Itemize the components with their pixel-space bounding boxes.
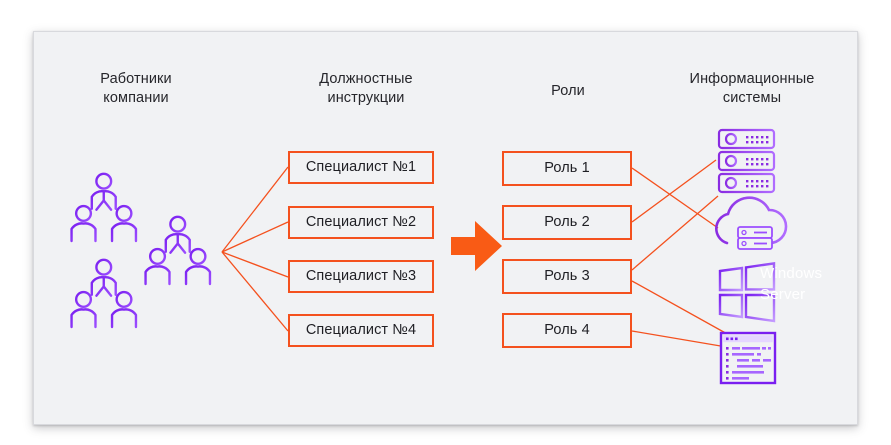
role-box-3[interactable]: Роль 3 bbox=[502, 259, 632, 294]
windows-server-label-line-2: Server bbox=[760, 286, 806, 303]
role-box-2[interactable]: Роль 2 bbox=[502, 205, 632, 240]
heading-line-1: Должностные bbox=[319, 71, 413, 87]
windows-server-label-line-1: Windows bbox=[760, 265, 823, 282]
job-box-4[interactable]: Специалист №4 bbox=[288, 314, 434, 347]
job-box-1[interactable]: Специалист №1 bbox=[288, 151, 434, 184]
heading-line-2: системы bbox=[722, 90, 782, 106]
column-heading-employees: Работники компании bbox=[66, 70, 206, 108]
heading-line-1: Роли bbox=[551, 83, 585, 99]
job-box-3[interactable]: Специалист №3 bbox=[288, 260, 434, 293]
heading-line-1: Информационные bbox=[689, 71, 815, 87]
heading-line-2: компании bbox=[103, 90, 169, 106]
column-heading-roles: Роли bbox=[500, 82, 636, 101]
column-heading-jobs: Должностные инструкции bbox=[272, 70, 460, 108]
heading-line-1: Работники bbox=[100, 71, 172, 87]
heading-line-2: инструкции bbox=[327, 90, 405, 106]
job-box-2[interactable]: Специалист №2 bbox=[288, 206, 434, 239]
windows-server-label: Windows Server bbox=[760, 263, 850, 305]
role-box-4[interactable]: Роль 4 bbox=[502, 313, 632, 348]
column-heading-systems: Информационные системы bbox=[662, 70, 842, 108]
role-box-1[interactable]: Роль 1 bbox=[502, 151, 632, 186]
